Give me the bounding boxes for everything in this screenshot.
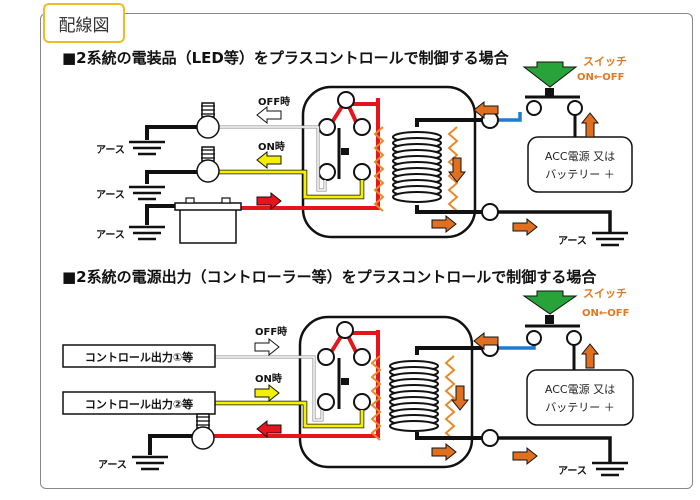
on-label-1: ON時 — [258, 140, 285, 153]
relay-contacts-1 — [290, 91, 380, 210]
output2-box — [62, 391, 216, 415]
current-arrow-2b — [581, 343, 599, 369]
power-source-box-1 — [527, 136, 633, 193]
section1-diagram: スイッチ ON←OFF ACC電源 又は バッテリー ＋ OFF時 ON時 — [96, 55, 633, 247]
battery-icon-1 — [179, 207, 237, 244]
diagram-tag: 配線図 — [43, 3, 125, 43]
off-label-2: OFF時 — [255, 325, 287, 338]
section2-diagram: スイッチ ON←OFF ACC電源 又は バッテリー ＋ OFF時 ON時 コン… — [62, 287, 634, 477]
ground-label-1a: アース — [96, 144, 125, 156]
current-arrow-2e — [512, 447, 538, 465]
section1-title: ■2系統の電装品（LED等）をプラスコントロールで制御する場合 — [62, 49, 509, 67]
ground-icon-1c — [127, 225, 167, 241]
bulb-icon-1a — [196, 102, 220, 139]
section2-title: ■2系統の電源出力（コントローラー等）をプラスコントロールで制御する場合 — [62, 268, 597, 286]
ground-label-2a: アース — [98, 459, 127, 471]
relay-terminal-coil-bottom-1 — [481, 203, 499, 221]
on-arrow-2 — [254, 384, 280, 402]
off-arrow-2 — [254, 338, 280, 356]
switch-label-1: スイッチ — [583, 55, 627, 68]
switch-press-arrow-1 — [522, 61, 578, 88]
ground-icon-2b — [590, 461, 630, 477]
off-label-1: OFF時 — [258, 95, 290, 108]
output1-label: コントロール出力①等 — [85, 350, 193, 364]
ground-label-1d: アース — [558, 235, 587, 247]
on-label-2: ON時 — [255, 372, 282, 385]
relay-contacts-2 — [205, 321, 380, 438]
ground-icon-1b — [127, 185, 167, 201]
relay-terminal-coil-bottom-2 — [481, 429, 499, 447]
switch-state-2: ON←OFF — [582, 308, 629, 319]
bulb-icon-2 — [191, 413, 215, 450]
on-arrow-1 — [256, 151, 282, 169]
power-box-line2-1: バッテリー ＋ — [545, 168, 615, 181]
ground-icon-1d — [590, 231, 630, 247]
ground-icon-1a — [127, 140, 167, 156]
power-source-box-2 — [526, 369, 634, 426]
power-box-line1-1: ACC電源 又は — [545, 149, 615, 163]
off-arrow-1 — [256, 106, 282, 124]
switch-state-1: ON←OFF — [577, 72, 624, 83]
ground-label-1b: アース — [96, 189, 125, 201]
switch-press-arrow-2 — [522, 290, 578, 315]
diagram-panel — [40, 13, 693, 489]
current-arrow-1e — [512, 218, 538, 236]
ground-icon-2a — [130, 455, 170, 471]
bulb-icon-1b — [196, 146, 220, 183]
power-box-line2-2: バッテリー ＋ — [545, 401, 615, 414]
power-box-line1-2: ACC電源 又は — [545, 382, 615, 396]
switch-label-2: スイッチ — [583, 287, 627, 300]
output2-label: コントロール出力②等 — [85, 397, 193, 411]
ground-label-2b: アース — [558, 465, 587, 477]
ground-label-1c: アース — [96, 229, 125, 241]
current-arrow-1b — [581, 112, 599, 138]
output1-box — [62, 344, 216, 368]
